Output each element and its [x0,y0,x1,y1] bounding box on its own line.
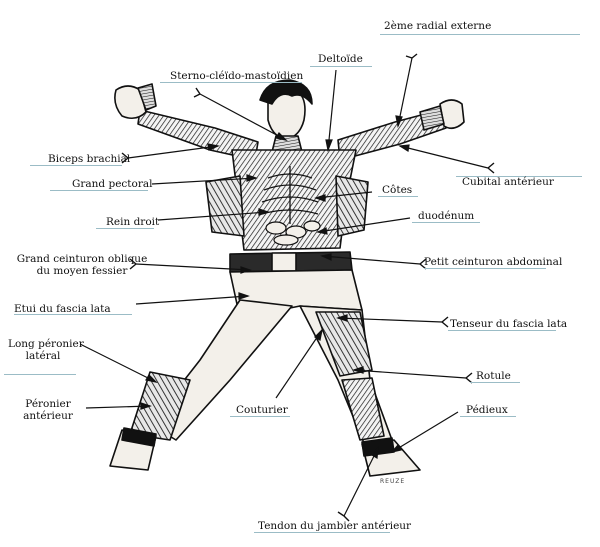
rule-duodenum [412,222,480,223]
label-grand-ceinturon-line1: Grand ceinturon oblique [16,253,148,265]
label-cotes: Côtes [382,184,413,196]
rule-petit-ceinturon [424,268,546,269]
right-fist [439,99,465,130]
rule-etui [14,314,132,315]
label-tendon: Tendon du jambier antérieur [258,520,412,532]
arrow-couturier [275,328,323,399]
rule-rein [96,228,154,229]
rule-biceps [30,165,122,166]
label-peronier-line1: Péronier [25,398,71,410]
arrow-rein [157,208,270,221]
rule-cubital [456,176,582,177]
arrow-tendon [343,446,379,517]
rule-rotule [470,382,520,383]
label-rotule: Rotule [476,370,511,382]
arrow-deltoide [325,69,337,153]
arrow-petit-ceinturon [320,253,421,265]
rule-grand-pectoral [50,190,148,191]
label-peronier-line2: antérieur [23,410,73,422]
hair [259,79,313,105]
label-sterno: Sterno-cléïdo-mastoïdien [170,70,304,82]
label-cubital: Cubital antérieur [462,176,554,188]
rule-deltoide [310,66,372,67]
artist-signature: REUZE [380,478,406,485]
arrow-sterno [199,93,288,141]
label-pedieux: Pédieux [466,404,508,416]
label-tenseur: Tenseur du fascia lata [450,318,568,330]
arrow-tenseur [336,314,443,323]
label-rein: Rein droit [106,216,160,228]
intestines [265,220,321,246]
label-long-peronier-line2: latéral [25,350,61,362]
rule-pedieux [460,416,516,417]
left-fist [114,85,147,120]
arrow-pedieux [390,411,459,453]
label-duodenum: duodénum [418,210,475,222]
belt-buckle [271,252,297,272]
arrow-grand-pectoral [151,174,258,185]
left-leg [149,299,293,441]
arrow-cotes [314,191,373,202]
arrow-peronier [85,402,152,410]
label-grand-pectoral: Grand pectoral [72,178,153,190]
label-long-peronier-line1: Long péronier [8,338,84,350]
label-etui: Etui du fascia lata [14,303,111,315]
ribcage [261,166,319,224]
rule-radial [380,34,580,35]
rule-couturier [230,416,290,417]
label-couturier: Couturier [236,404,288,416]
arrow-long-peronier [79,343,158,383]
arrow-grand-ceinturon [135,263,252,274]
rule-long-peronier [4,374,76,375]
label-petit-ceinturon: Petit ceinturon abdominal [424,256,563,268]
rule-tenseur [448,330,556,331]
figure [109,79,465,477]
arrow-rotule [352,366,467,379]
arrows [79,53,495,522]
label-radial-externe: 2ème radial externe [384,20,492,32]
arrow-duodenum [316,217,411,235]
arrow-cubital [398,144,489,169]
arrow-biceps [127,143,220,159]
rule-tendon [254,532,390,533]
arrow-radial [395,57,413,128]
arrow-etui [135,292,250,305]
label-grand-ceinturon-line2: du moyen fessier [36,265,128,277]
label-biceps: Biceps brachial [48,153,131,165]
label-deltoide: Deltoïde [318,53,363,65]
rule-sterno [160,82,302,83]
rule-cotes [378,196,418,197]
